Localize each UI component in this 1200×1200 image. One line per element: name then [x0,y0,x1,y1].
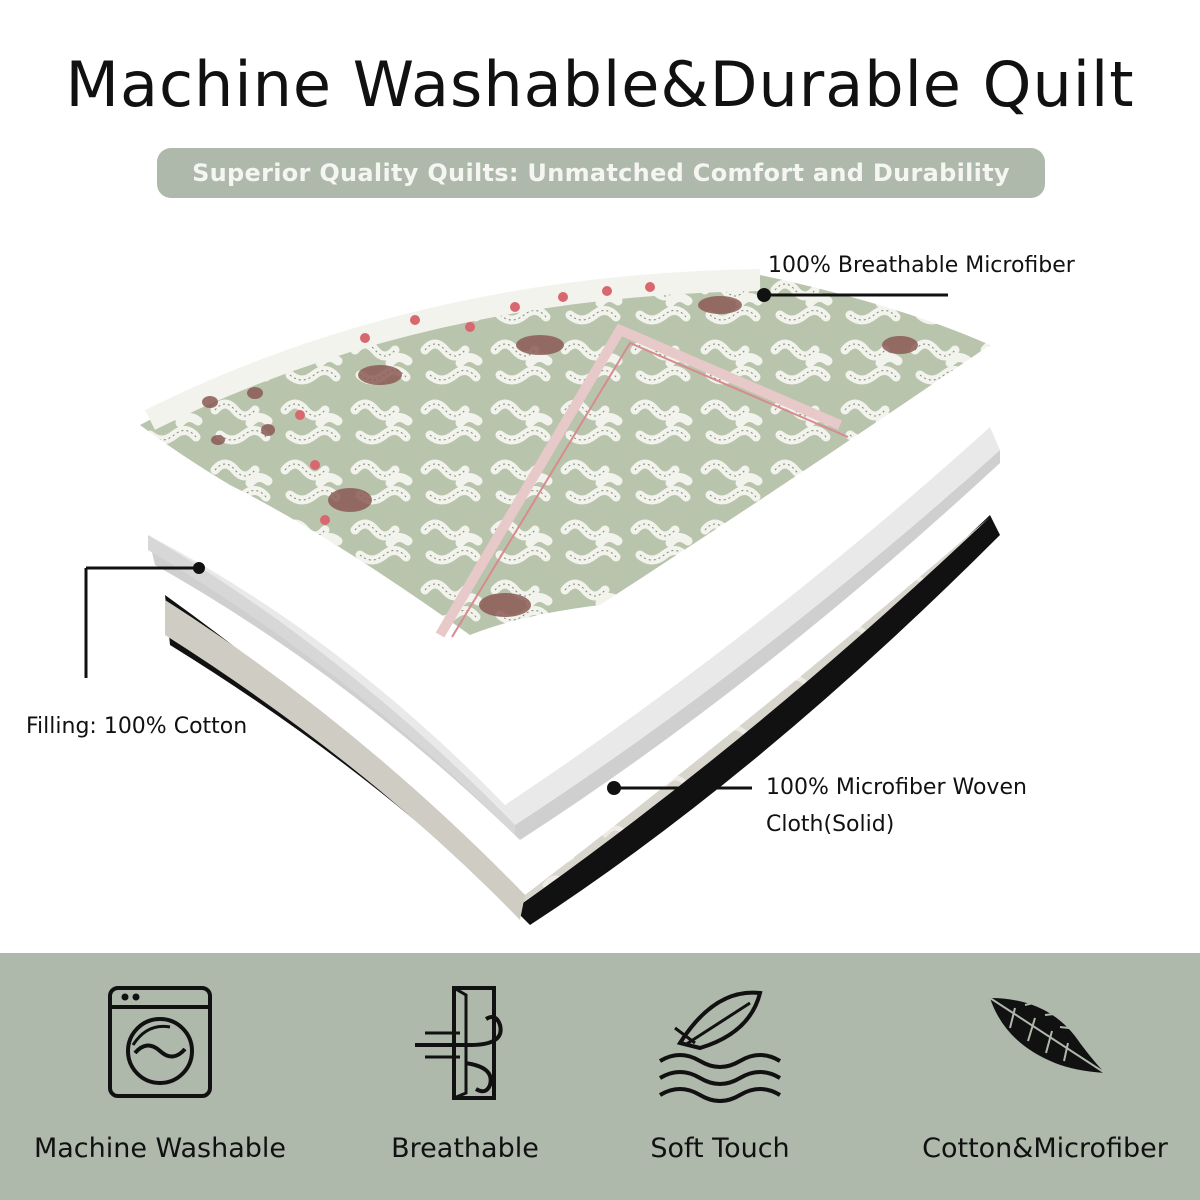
feature-cotton-microfiber: Cotton&Microfiber [905,953,1185,1200]
feature-label-cotton-microfiber: Cotton&Microfiber [922,1133,1168,1164]
page-title: Machine Washable&Durable Quilt [65,48,1135,121]
feature-label-breathable: Breathable [391,1133,539,1164]
breathable-icon [415,986,503,1100]
feature-soft-touch: Soft Touch [580,953,860,1200]
bottom-layer-label-line1: 100% Microfiber Woven [766,775,1027,800]
feature-breathable: Breathable [325,953,605,1200]
feature-label-soft-touch: Soft Touch [650,1133,790,1164]
subtitle-banner: Superior Quality Quilts: Unmatched Comfo… [157,148,1045,198]
washing-machine-icon [108,986,212,1098]
feature-machine-washable: Machine Washable [20,953,300,1200]
quilt-layers-graphic [84,269,1000,925]
leaf-icon [989,997,1106,1074]
features-band: Machine Washable Breathable Soft Touch [0,953,1200,1200]
subtitle-text: Superior Quality Quilts: Unmatched Comfo… [192,159,1010,187]
quilt-layers-illustration [0,215,1200,950]
filling-layer-label: Filling: 100% Cotton [26,714,248,739]
feature-label-machine-washable: Machine Washable [33,1133,287,1164]
top-layer-label: 100% Breathable Microfiber [768,253,1075,278]
soft-touch-feather-icon [658,990,782,1103]
bottom-layer-label-line2: Cloth(Solid) [766,812,895,837]
